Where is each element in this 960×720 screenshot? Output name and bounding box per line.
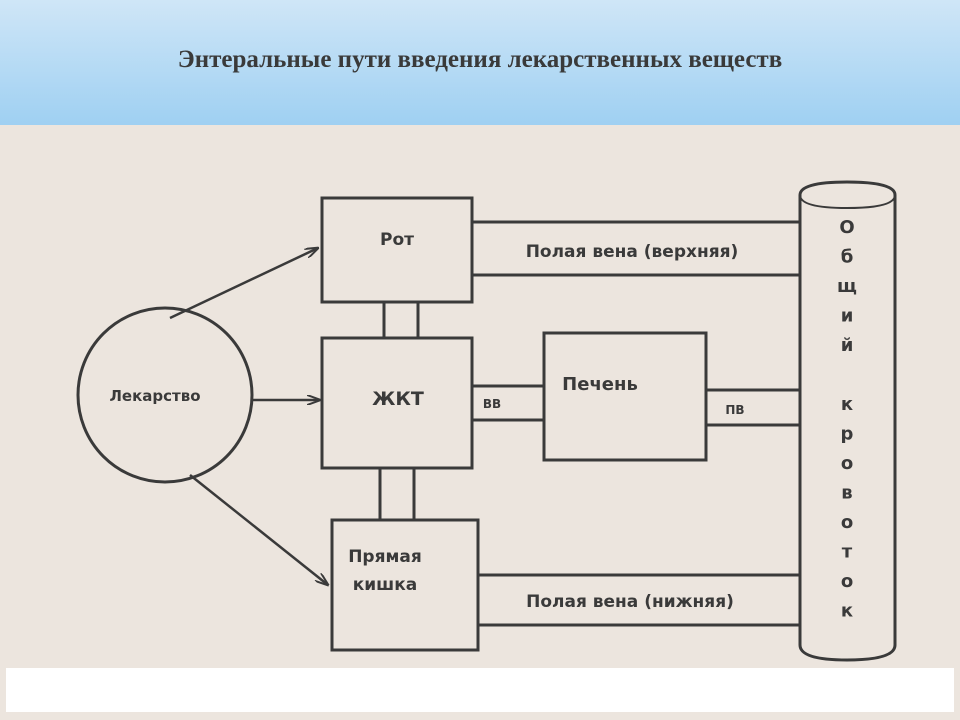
circulation-letter: о bbox=[841, 512, 853, 533]
vv-label: ВВ bbox=[483, 397, 501, 411]
git-label: ЖКТ bbox=[372, 388, 424, 410]
upper-vein-channel bbox=[472, 220, 800, 277]
circulation-letter: щ bbox=[837, 276, 857, 297]
mouth-box bbox=[320, 196, 474, 304]
circulation-letter: б bbox=[841, 247, 854, 268]
vv-channel bbox=[472, 384, 544, 422]
lower-vein-label: Полая вена (нижняя) bbox=[526, 592, 734, 612]
circulation-letter: к bbox=[841, 601, 853, 622]
drug-node bbox=[76, 306, 254, 484]
caption-strip bbox=[6, 668, 954, 712]
circulation-letter: О bbox=[839, 217, 854, 238]
circulation-letter: и bbox=[841, 306, 854, 327]
rectum-label-1: Прямая bbox=[348, 547, 422, 567]
liver-box bbox=[542, 331, 708, 462]
circulation-letter: й bbox=[841, 335, 854, 356]
circulation-cylinder bbox=[798, 180, 897, 662]
page-title: Энтеральные пути введения лекарственных … bbox=[177, 46, 783, 73]
git-box bbox=[320, 336, 474, 470]
circulation-letter: о bbox=[841, 453, 853, 474]
arrow-to-rectum bbox=[189, 474, 328, 585]
mouth-label: Рот bbox=[380, 230, 414, 250]
git-rectum-connector bbox=[378, 468, 416, 520]
pv-label: ПВ bbox=[725, 403, 744, 417]
upper-vein-label: Полая вена (верхняя) bbox=[526, 242, 739, 262]
circulation-letter: к bbox=[841, 394, 853, 415]
mouth-git-connector bbox=[382, 302, 420, 338]
title-banner bbox=[0, 0, 960, 125]
circulation-letter: т bbox=[842, 542, 853, 563]
rectum-label-2: кишка bbox=[353, 575, 418, 595]
lower-vein-channel bbox=[478, 573, 800, 627]
liver-label: Печень bbox=[562, 374, 638, 395]
rectum-box bbox=[330, 518, 480, 652]
circulation-letter: р bbox=[841, 424, 854, 445]
circulation-letter: о bbox=[841, 571, 853, 592]
pv-channel bbox=[706, 388, 800, 427]
arrow-to-mouth bbox=[169, 248, 318, 320]
drug-label: Лекарство bbox=[109, 387, 200, 405]
circulation-letter: в bbox=[841, 483, 852, 504]
